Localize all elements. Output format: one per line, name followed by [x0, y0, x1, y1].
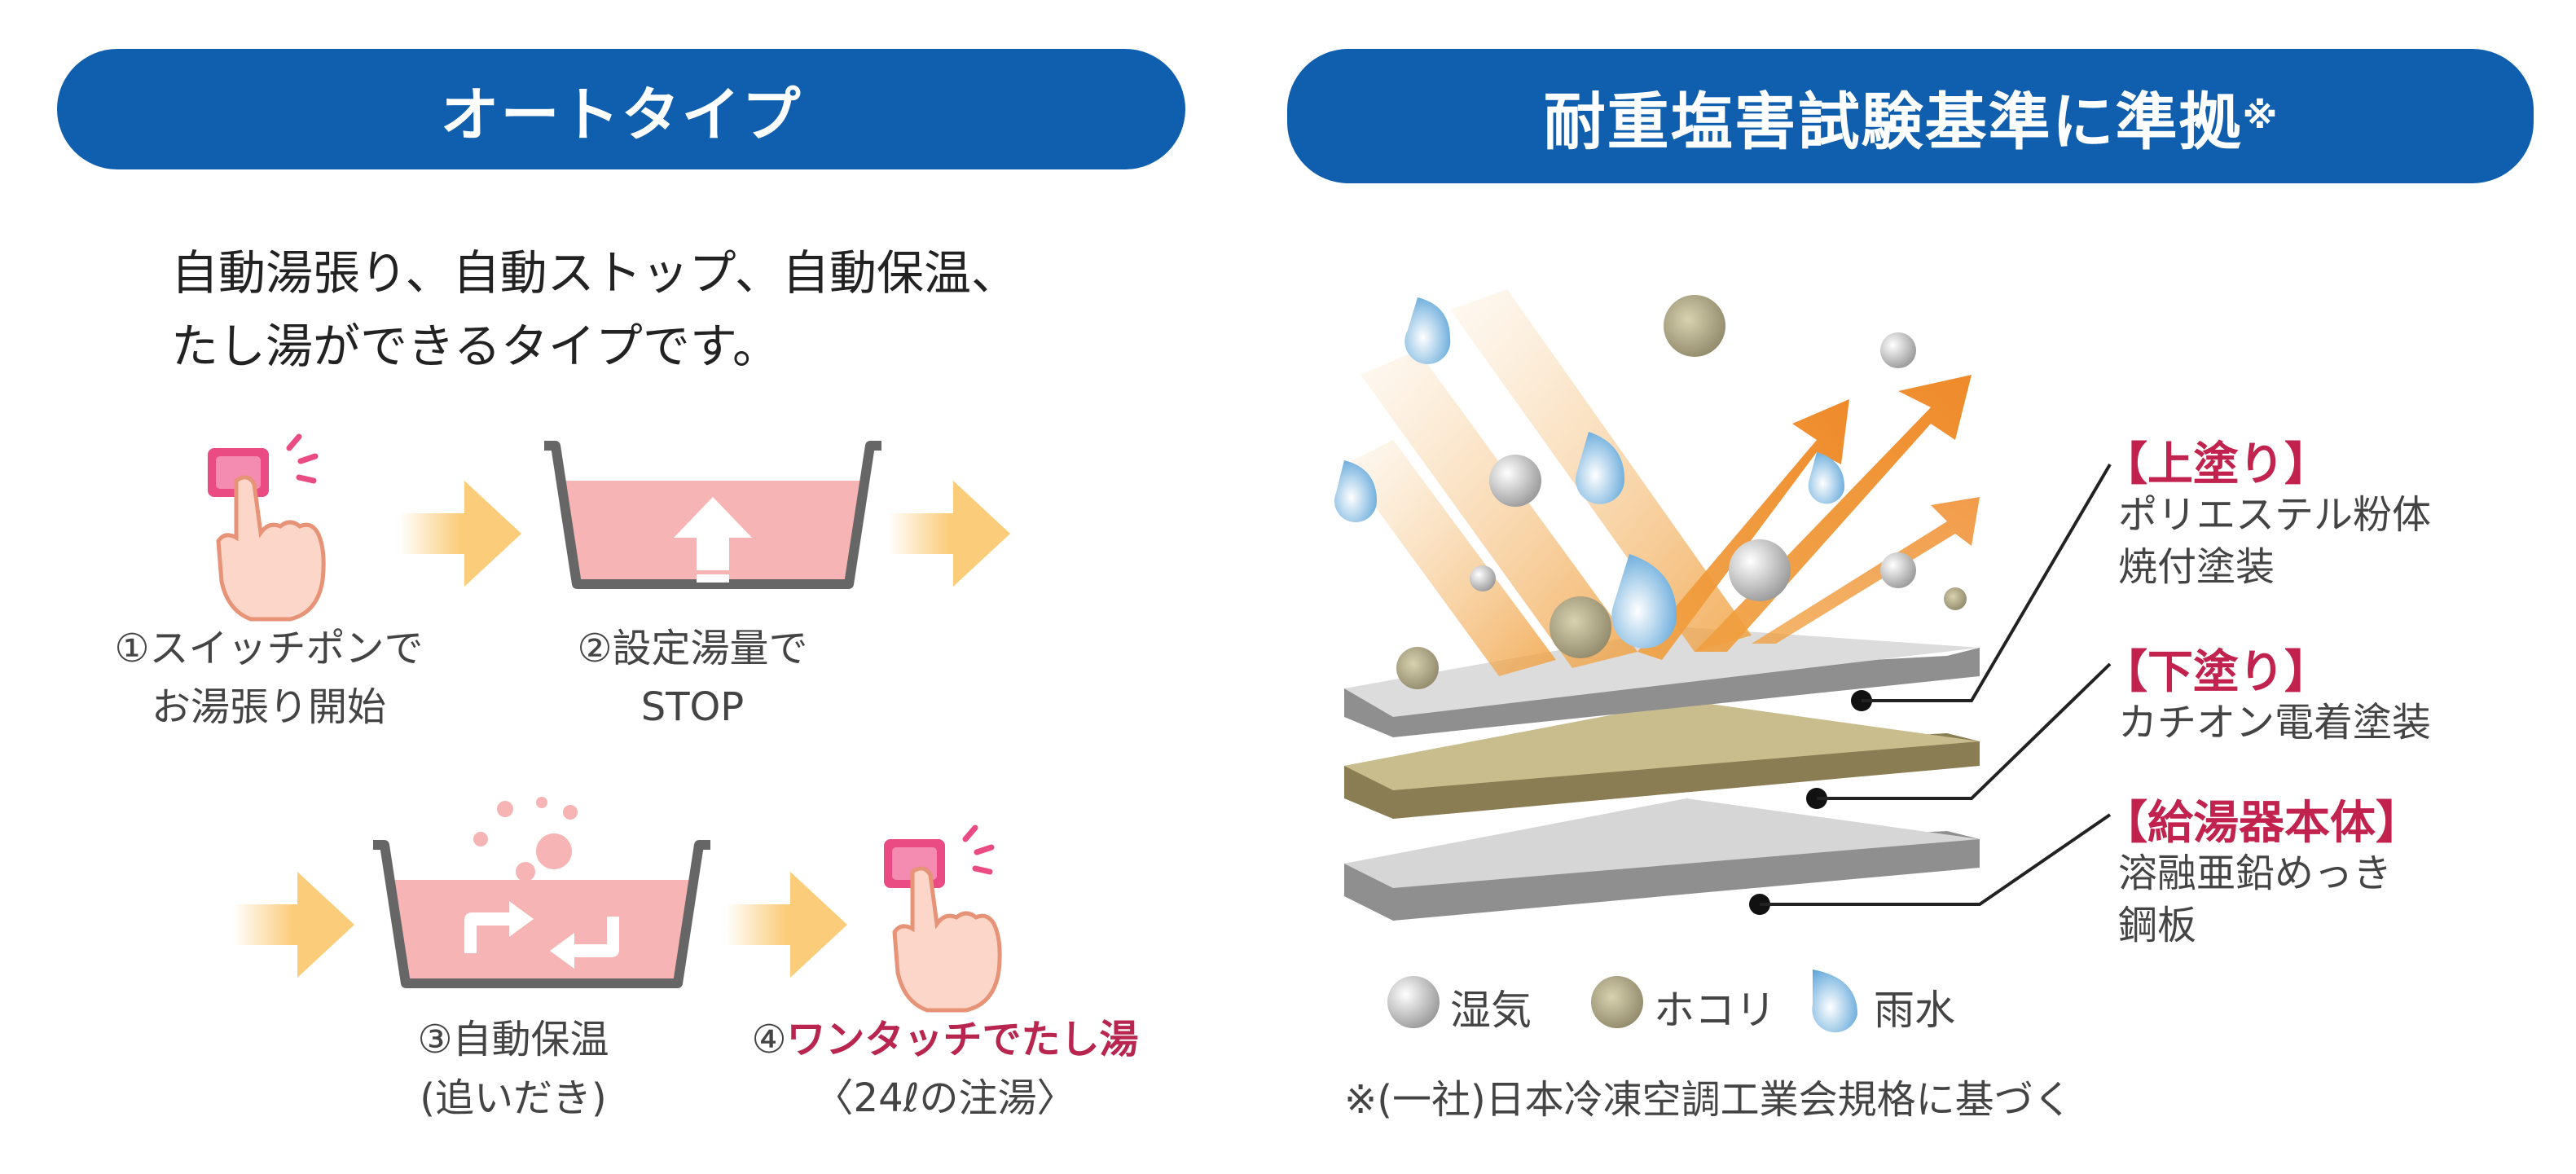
layer-topcoat-title: 【上塗り】	[2102, 438, 2330, 491]
legend-humidity-label: 湿気	[1450, 987, 1532, 1034]
bathtub-full-icon	[544, 441, 881, 589]
switch-press-icon	[208, 433, 326, 622]
flow-arrow-1	[399, 481, 521, 587]
bathtub-reheat-icon	[373, 797, 710, 988]
step-4-caption: ④ワンタッチでたし湯 〈24ℓの注湯〉	[751, 1017, 1139, 1121]
layer-topcoat-desc: ポリエステル粉体 焼付塗装	[2118, 492, 2432, 590]
flow-arrow-4	[725, 872, 847, 978]
layer-body-desc: 溶融亜鉛めっき 鋼板	[2118, 851, 2393, 948]
step-1-caption: ①スイッチポンで お湯張り開始	[114, 626, 424, 730]
dust-icon	[1591, 976, 1643, 1028]
step-4-highlight: ワンタッチでたし湯	[786, 1017, 1139, 1062]
coating-layers-diagram	[1334, 289, 1980, 921]
description-line-2: たし湯ができるタイプです。	[171, 319, 780, 374]
layer-undercoat-title: 【下塗り】	[2102, 646, 2330, 699]
flow-arrow-3	[232, 872, 354, 978]
legend-dust-label: ホコリ	[1654, 987, 1776, 1034]
description-line-1: 自動湯張り、自動ストップ、自動保温、	[171, 245, 1018, 301]
flow-arrow-2	[888, 481, 1010, 587]
footnote: ※(一社)日本冷凍空調工業会規格に基づく	[1344, 1077, 2073, 1123]
header-footnote-mark: ※	[2242, 95, 2278, 137]
layer-undercoat-desc: カチオン電着塗装	[2118, 700, 2432, 745]
header-salt-damage-standard: 耐重塩害試験基準に準拠※	[1287, 49, 2534, 183]
step-2-caption: ②設定湯量で STOP	[577, 626, 808, 730]
header-auto-type: オートタイプ	[57, 49, 1185, 169]
legend-rain-label: 雨水	[1874, 987, 1955, 1034]
one-touch-switch-icon	[884, 824, 1002, 1013]
humidity-icon	[1387, 976, 1440, 1028]
layer-body-title: 【給湯器本体】	[2102, 797, 2421, 850]
step-3-caption: ③自動保温 (追いだき)	[417, 1017, 609, 1121]
raindrop-icon	[1812, 970, 1857, 1033]
